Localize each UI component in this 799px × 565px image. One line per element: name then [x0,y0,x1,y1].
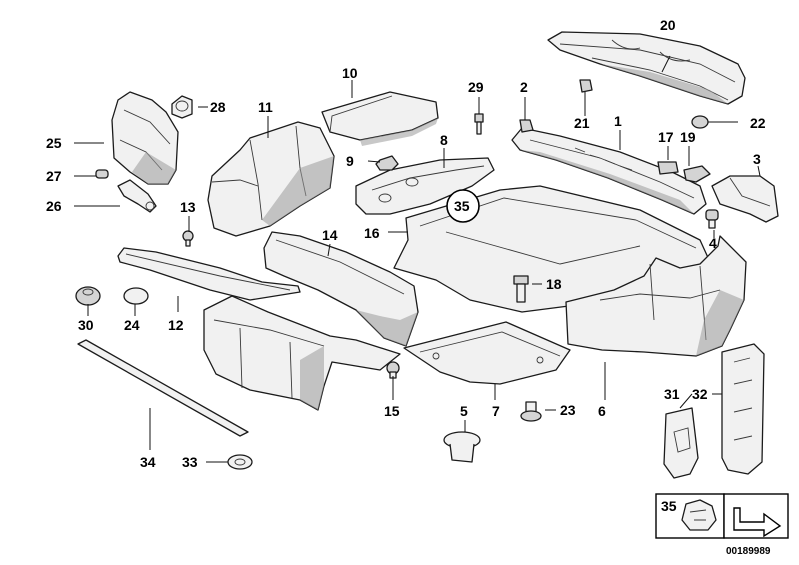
part-24-cap [123,287,149,305]
part-23-fastener [520,401,542,422]
callout-32: 32 [692,386,708,402]
part-26-wire-bracket [117,179,157,213]
part-18-screw [513,275,529,303]
part-4-push-clip [705,209,719,229]
part-31-tag [663,407,699,479]
callout-1: 1 [614,113,622,129]
part-9-nut [375,155,399,171]
callout-13: 13 [180,199,196,215]
part-10-cover [321,91,439,146]
part-6-right-trim [565,235,747,357]
callout-21: 21 [574,115,590,131]
callout-26: 26 [46,198,62,214]
part-25-side-panel [111,91,179,185]
callout-7: 7 [492,403,500,419]
detail-reference-label: 35 [454,198,470,214]
callout-9: 9 [346,153,354,169]
inset-clip-drawing [681,499,717,531]
arrow-icon [733,507,782,538]
part-8-side-trim [355,157,495,215]
part-29-screw [474,113,484,135]
callout-12: 12 [168,317,184,333]
part-32-cover [721,343,765,475]
part-28-clip [171,95,193,119]
inset-box-35: 35 [655,493,725,539]
part-12-sill-trim [117,247,301,301]
part-19-clip [683,165,711,183]
callout-30: 30 [78,317,94,333]
callout-17: 17 [658,129,674,145]
callout-24: 24 [124,317,140,333]
part-11-wheelarch-trim [207,121,335,237]
callout-18: 18 [546,276,562,292]
callout-8: 8 [440,132,448,148]
part-27-clip [95,169,109,179]
inset-label-35: 35 [661,498,677,514]
part-1-cross-trim [511,127,707,215]
callout-10: 10 [342,65,358,81]
callout-22: 22 [750,115,766,131]
part-21-clip [579,79,593,93]
callout-2: 2 [520,79,528,95]
callout-19: 19 [680,129,696,145]
part-22-push-clip [691,115,709,129]
part-5-plug [443,431,481,463]
part-33-grommet [227,454,253,470]
part-2-clip [519,119,534,133]
callout-14: 14 [322,227,338,243]
part-30-nut [75,286,101,306]
part-3-side-bracket [711,175,779,223]
diagram-id: 00189989 [726,546,771,557]
callouts: 1 2 3 4 5 6 7 8 9 10 11 12 13 14 15 16 1… [46,17,766,470]
part-34-rod [77,339,249,437]
callout-20: 20 [660,17,676,33]
callout-23: 23 [560,402,576,418]
callout-28: 28 [210,99,226,115]
callout-34: 34 [140,454,156,470]
part-17-clip [657,161,679,175]
callout-31: 31 [664,386,680,402]
part-14-rear-trim [263,231,419,347]
part-13-fastener [182,230,194,247]
callout-5: 5 [460,403,468,419]
part-20-rear-panel-trim [547,31,746,105]
leader-lines [74,55,761,463]
detail-reference-35: 35 [446,189,480,223]
callout-11: 11 [258,99,273,115]
callout-25: 25 [46,135,62,151]
callout-6: 6 [598,403,606,419]
arrow-box [723,493,789,539]
part-12-lower-panel [203,295,401,411]
callout-33: 33 [182,454,198,470]
callout-16: 16 [364,225,380,241]
part-7-floor-board [403,321,571,385]
callout-27: 27 [46,168,62,184]
part-15-clip [386,361,400,379]
callout-3: 3 [753,151,761,167]
callout-29: 29 [468,79,484,95]
callout-15: 15 [384,403,400,419]
callout-4: 4 [709,235,717,251]
